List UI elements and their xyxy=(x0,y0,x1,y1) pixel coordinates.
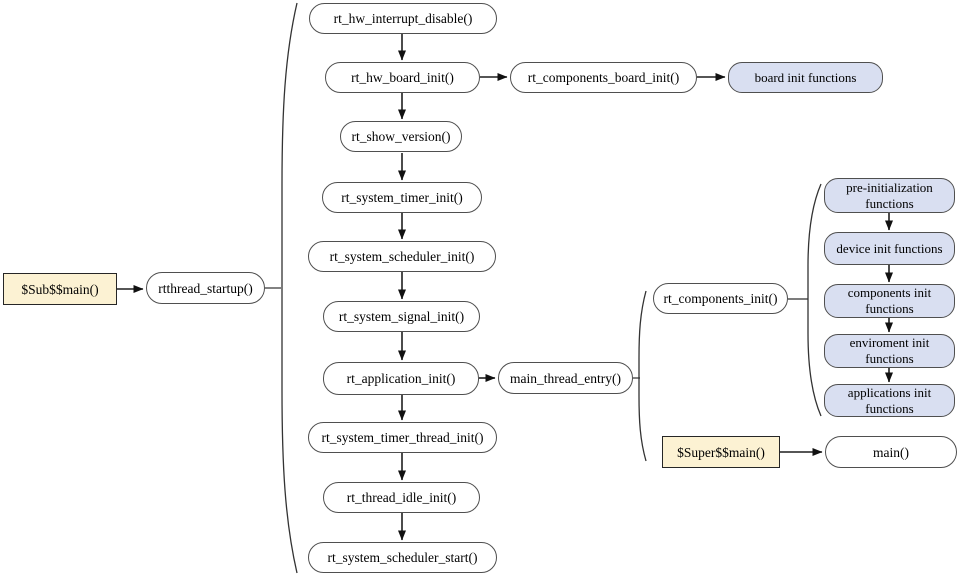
node-rt-components-board-init: rt_components_board_init() xyxy=(510,62,697,93)
node-rt-thread-idle-init: rt_thread_idle_init() xyxy=(323,482,480,513)
brace-rt-components-init-group xyxy=(807,183,822,417)
node-applications-init-functions: applications init functions xyxy=(824,384,955,417)
node-rt-system-scheduler-start: rt_system_scheduler_start() xyxy=(308,542,497,573)
grouping-braces xyxy=(265,2,822,574)
node-rt-show-version: rt_show_version() xyxy=(340,121,462,152)
node-rt-system-timer-thread-init: rt_system_timer_thread_init() xyxy=(308,422,497,453)
node-sub-main: $Sub$$main() xyxy=(3,273,117,305)
node-rt-hw-board-init: rt_hw_board_init() xyxy=(325,62,480,93)
node-rt-components-init: rt_components_init() xyxy=(653,283,788,314)
flow-arrows xyxy=(117,34,893,541)
node-rt-hw-interrupt-disable: rt_hw_interrupt_disable() xyxy=(309,3,497,34)
node-main-thread-entry: main_thread_entry() xyxy=(498,362,633,394)
brace-main-thread-entry-group xyxy=(638,290,647,462)
node-rt-system-timer-init: rt_system_timer_init() xyxy=(322,182,482,213)
node-pre-initialization-functions: pre-initialization functions xyxy=(824,178,955,213)
node-rt-system-scheduler-init: rt_system_scheduler_init() xyxy=(308,241,496,272)
node-main: main() xyxy=(825,436,957,468)
node-rtthread-startup: rtthread_startup() xyxy=(146,272,265,304)
node-super-main: $Super$$main() xyxy=(662,436,780,468)
node-board-init-functions: board init functions xyxy=(728,62,883,93)
node-rt-system-signal-init: rt_system_signal_init() xyxy=(323,301,480,332)
node-components-init-functions: components init functions xyxy=(824,284,955,318)
brace-rtthread-startup-group xyxy=(281,2,298,574)
node-rt-application-init: rt_application_init() xyxy=(323,362,479,395)
node-enviroment-init-functions: enviroment init functions xyxy=(824,334,955,368)
node-device-init-functions: device init functions xyxy=(824,232,955,265)
